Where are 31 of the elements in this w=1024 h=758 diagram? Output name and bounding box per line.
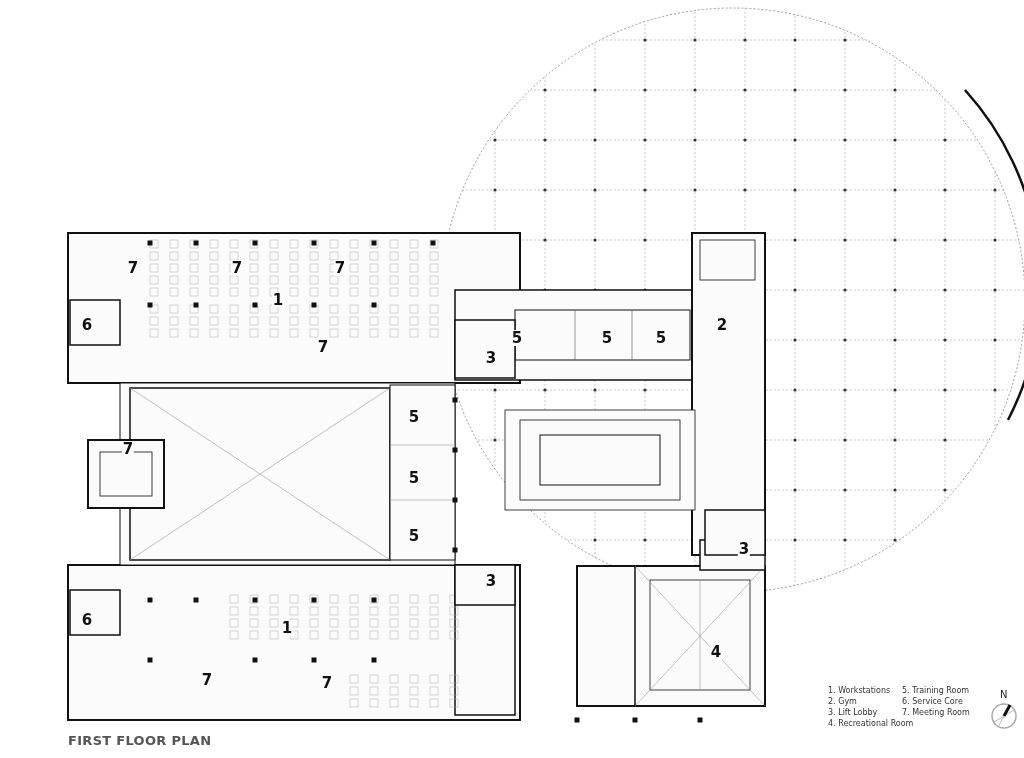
room-number: 1 bbox=[271, 292, 285, 308]
room-number: 5 bbox=[407, 409, 421, 425]
room-number: 3 bbox=[484, 350, 498, 366]
room-number: 5 bbox=[407, 470, 421, 486]
room-number: 6 bbox=[80, 612, 94, 628]
room-number: 6 bbox=[80, 317, 94, 333]
legend-item: 2. Gym bbox=[828, 697, 857, 707]
room-number: 5 bbox=[510, 330, 524, 346]
legend-item: 1. Workstations bbox=[828, 686, 891, 696]
room-number: 5 bbox=[654, 330, 668, 346]
legend-item: 4. Recreational Room bbox=[828, 719, 914, 729]
room-number: 5 bbox=[600, 330, 614, 346]
room-number: 7 bbox=[200, 672, 214, 688]
room-number: 2 bbox=[715, 317, 729, 333]
room-number: 4 bbox=[709, 644, 723, 660]
legend-item: 5. Training Room bbox=[902, 686, 970, 696]
legend-item: 3. Lift Lobby bbox=[828, 708, 878, 718]
room-number: 7 bbox=[320, 675, 334, 691]
room-number: 7 bbox=[126, 260, 140, 276]
room-number: 1 bbox=[280, 620, 294, 636]
legend-item: 7. Meeting Room bbox=[902, 708, 970, 718]
room-number: 7 bbox=[230, 260, 244, 276]
room-number: 7 bbox=[121, 441, 135, 457]
room-number: 5 bbox=[407, 528, 421, 544]
room-number: 3 bbox=[484, 573, 498, 589]
room-number: 7 bbox=[333, 260, 347, 276]
north-letter: N bbox=[1000, 690, 1008, 700]
legend-item: 6. Service Core bbox=[902, 697, 963, 707]
room-number: 7 bbox=[316, 339, 330, 355]
room-number: 3 bbox=[737, 541, 751, 557]
plan-title: FIRST FLOOR PLAN bbox=[68, 733, 212, 748]
